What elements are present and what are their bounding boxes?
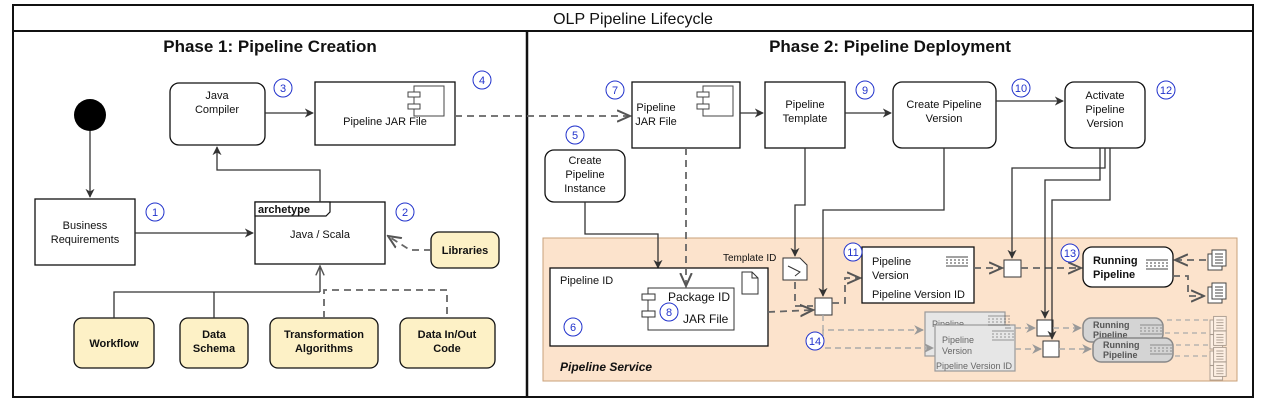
svg-text:4: 4 xyxy=(479,75,485,87)
svg-text:2: 2 xyxy=(402,207,408,219)
phase2-title: Phase 2: Pipeline Deployment xyxy=(769,37,1011,56)
java-scala-label: Java / Scala xyxy=(290,229,351,241)
archetype-tab: archetype xyxy=(258,204,310,216)
step-number-5: 5 xyxy=(565,125,585,145)
ghost-running-1-line2: Pipeline xyxy=(1093,330,1128,340)
create-instance-line2: Pipeline xyxy=(565,169,604,181)
activate-line1: Activate xyxy=(1085,90,1124,102)
merge-square-1 xyxy=(814,297,833,316)
activate-line2: Pipeline xyxy=(1085,104,1124,116)
business-requirements-node xyxy=(34,198,136,266)
ghost-running-2-line2: Pipeline xyxy=(1103,350,1138,360)
start-node xyxy=(74,99,106,131)
workflow-label: Workflow xyxy=(89,338,139,350)
svg-text:6: 6 xyxy=(570,322,576,334)
step-number-1: 1 xyxy=(145,202,165,222)
ghost-running-1-line1: Running xyxy=(1093,320,1130,330)
create-instance-line1: Create xyxy=(568,155,601,167)
activate-line3: Version xyxy=(1087,118,1124,130)
svg-text:8: 8 xyxy=(666,307,672,319)
svg-text:13: 13 xyxy=(1064,248,1076,260)
data-schema-line1: Data xyxy=(202,329,227,341)
step-number-12: 12 xyxy=(1156,80,1176,100)
data-io-line2: Code xyxy=(433,343,461,355)
java-compiler-node xyxy=(169,82,266,146)
step-number-7: 7 xyxy=(605,80,625,100)
data-io-line1: Data In/Out xyxy=(418,329,477,341)
running-pipeline-node xyxy=(1082,246,1174,288)
pipeline-jar-p2-line2: JAR File xyxy=(635,116,677,128)
step-number-11: 11 xyxy=(843,242,863,262)
pipeline-template-node xyxy=(764,81,846,149)
ghost-running-2 xyxy=(1092,337,1174,363)
step-number-4: 4 xyxy=(472,70,492,90)
svg-text:11: 11 xyxy=(847,247,858,259)
svg-text:12: 12 xyxy=(1160,85,1172,97)
phase1-title: Phase 1: Pipeline Creation xyxy=(163,37,377,56)
step-number-3: 3 xyxy=(273,78,293,98)
pipeline-jar-p2-line1: Pipeline xyxy=(636,102,675,114)
template-id-label: Template ID xyxy=(723,253,776,264)
svg-text:14: 14 xyxy=(809,336,821,348)
svg-text:1: 1 xyxy=(152,207,158,219)
merge-square-2 xyxy=(1003,259,1022,278)
data-io-node xyxy=(399,317,496,369)
ghost-running-2-line1: Running xyxy=(1103,340,1140,350)
package-id-label: Package ID xyxy=(668,290,730,304)
pipeline-version-id-label: Pipeline Version ID xyxy=(872,289,965,301)
transformation-line1: Transformation xyxy=(284,329,364,341)
ghost-version-line2: Version xyxy=(942,346,972,356)
libraries-label: Libraries xyxy=(442,245,488,257)
running-pipeline-line2: Pipeline xyxy=(1093,269,1135,281)
svg-text:9: 9 xyxy=(862,85,868,97)
step-number-14: 14 xyxy=(805,331,825,351)
merge-square-3 xyxy=(1036,319,1054,337)
ghost-version-line1: Pipeline xyxy=(942,335,974,345)
create-instance-line3: Instance xyxy=(564,183,606,195)
svg-text:5: 5 xyxy=(572,130,578,142)
pipeline-template-line2: Template xyxy=(783,113,828,125)
running-pipeline-line1: Running xyxy=(1093,255,1138,267)
step-number-10: 10 xyxy=(1011,78,1031,98)
ghost-version-2 xyxy=(934,324,1016,372)
step-number-9: 9 xyxy=(855,80,875,100)
transformation-line2: Algorithms xyxy=(295,343,353,355)
java-compiler-line1: Java xyxy=(205,90,229,102)
pipeline-version-line1: Pipeline xyxy=(872,256,911,268)
pipeline-template-line1: Pipeline xyxy=(785,99,824,111)
svg-text:7: 7 xyxy=(612,85,618,97)
svg-text:10: 10 xyxy=(1015,83,1027,95)
step-number-2: 2 xyxy=(395,202,415,222)
step-number-8: 8 xyxy=(659,302,679,322)
data-schema-line2: Schema xyxy=(193,343,236,355)
pipeline-version-line2: Version xyxy=(872,270,909,282)
merge-square-4 xyxy=(1042,340,1060,358)
java-compiler-line2: Compiler xyxy=(195,104,239,116)
create-version-line2: Version xyxy=(926,113,963,125)
step-number-6: 6 xyxy=(563,317,583,337)
pipeline-version-node xyxy=(861,246,975,304)
ghost-version-id: Pipeline Version ID xyxy=(936,361,1013,371)
diagram-title: OLP Pipeline Lifecycle xyxy=(553,11,713,28)
pipeline-id-label: Pipeline ID xyxy=(560,275,613,287)
pipeline-jar-phase1-label: Pipeline JAR File xyxy=(343,116,427,128)
pipeline-service-label: Pipeline Service xyxy=(560,360,652,374)
business-req-line1: Business xyxy=(63,220,108,232)
step-number-13: 13 xyxy=(1060,243,1080,263)
business-req-line2: Requirements xyxy=(51,234,120,246)
svg-text:3: 3 xyxy=(280,83,286,95)
jar-file-label: JAR File xyxy=(683,312,729,326)
ghost-pipeline-label: Pipeline xyxy=(932,319,964,329)
create-version-line1: Create Pipeline xyxy=(906,99,981,111)
